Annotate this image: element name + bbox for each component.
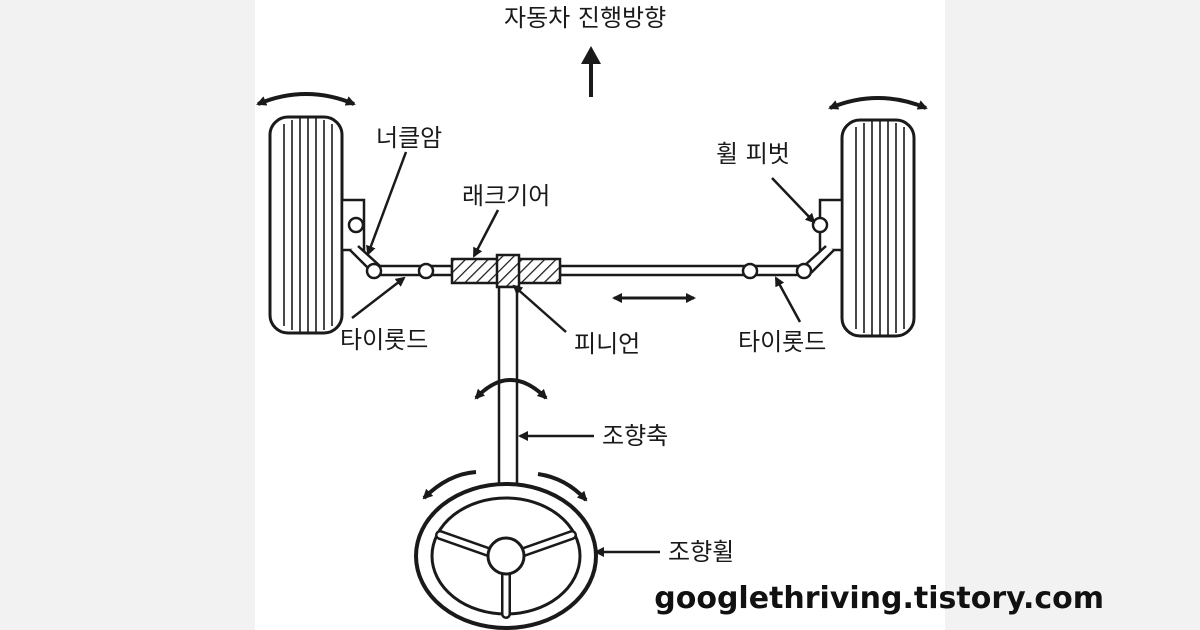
pinion-leader bbox=[512, 284, 567, 333]
wheel-turn-arrow-left bbox=[422, 470, 477, 500]
right-knuckle bbox=[802, 198, 844, 274]
watermark-text: googlethriving.tistory.com bbox=[654, 581, 1104, 616]
tie-rod-left-link bbox=[365, 262, 454, 280]
wheel-turn-arrow-right bbox=[537, 472, 588, 502]
direction-arrow bbox=[581, 46, 601, 97]
steering-wheel-drawing bbox=[414, 482, 598, 630]
steering-shaft-rod bbox=[497, 285, 519, 499]
knuckle-arm-label: 너클암 bbox=[376, 124, 443, 152]
left-tire bbox=[268, 115, 344, 335]
tie-rod-right-leader bbox=[774, 276, 802, 323]
pinion-gear bbox=[495, 253, 521, 289]
wheel-pivot-label: 휠 피벗 bbox=[716, 140, 790, 168]
tie-rod-right-label: 타이롯드 bbox=[738, 328, 827, 356]
shaft-rotation-arrow bbox=[474, 378, 548, 400]
rack-gear-leader bbox=[472, 209, 500, 258]
right-wheel-rotation-arrow bbox=[828, 96, 928, 110]
pinion-label: 피니언 bbox=[574, 330, 641, 358]
direction-label: 자동차 진행방향 bbox=[504, 4, 667, 32]
right-tire bbox=[840, 118, 916, 338]
tie-rod-right-link bbox=[558, 262, 813, 280]
tie-rod-left-leader bbox=[351, 276, 406, 319]
left-wheel-rotation-arrow bbox=[256, 92, 356, 106]
wheel-pivot-leader bbox=[771, 177, 816, 224]
rack-gear-label: 래크기어 bbox=[462, 182, 551, 210]
steering-wheel-label: 조향휠 bbox=[668, 538, 735, 566]
steering-shaft-label: 조향축 bbox=[602, 422, 669, 450]
knuckle-arm-leader bbox=[366, 151, 408, 256]
tie-rod-left-label: 타이롯드 bbox=[340, 326, 429, 354]
